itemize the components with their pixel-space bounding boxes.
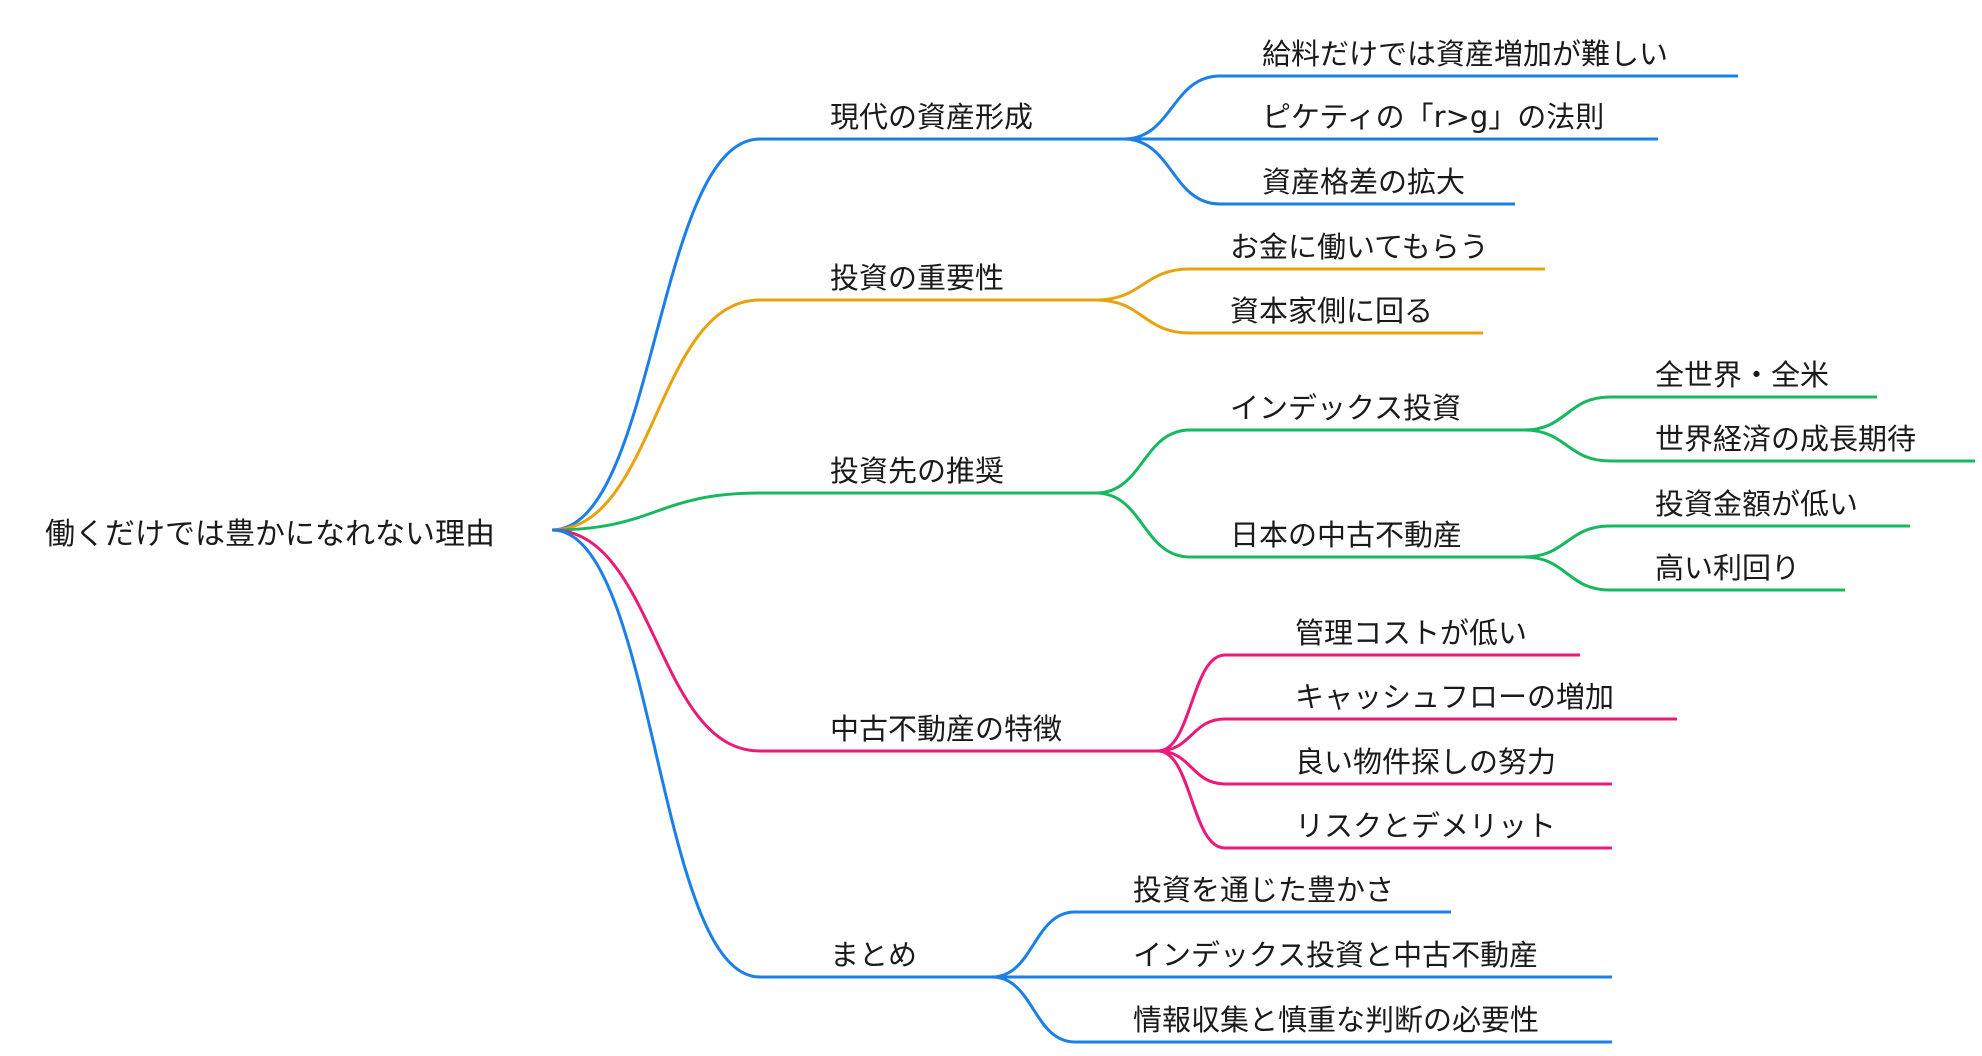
- edge-branch-2-to-child-1: [1095, 491, 1191, 559]
- edge-branch-3-to-child-1: [1157, 717, 1226, 753]
- child-label-4-1: インデックス投資と中古不動産: [1133, 938, 1538, 972]
- edge-root-to-branch-1: [551, 298, 761, 532]
- edge-branch-3-to-child-0: [1157, 653, 1226, 753]
- child-label-0-2: 資産格差の拡大: [1262, 165, 1465, 199]
- child-label-1-0: お金に働いてもらう: [1230, 230, 1489, 264]
- child-label-0-1: ピケティの「r>g」の法則: [1262, 100, 1604, 134]
- child-label-4-0: 投資を通じた豊かさ: [1133, 873, 1394, 907]
- child-label-3-1: キャッシュフローの増加: [1295, 680, 1614, 714]
- edge-root-to-branch-4: [551, 528, 761, 979]
- branch-label-1: 投資の重要性: [830, 261, 1004, 295]
- edge-branch-4-to-child-0: [991, 910, 1076, 979]
- branch-label-3: 中古不動産の特徴: [830, 712, 1062, 746]
- child-label-1-1: 資本家側に回る: [1230, 294, 1433, 328]
- child-label-2-0: インデックス投資: [1230, 391, 1461, 425]
- edge-child-2-1-to-leaf-1: [1523, 555, 1611, 592]
- edge-branch-0-to-child-2: [1123, 137, 1221, 206]
- branch-label-4: まとめ: [830, 938, 917, 972]
- edge-branch-3-to-child-3: [1157, 749, 1226, 850]
- root-node-label: 働くだけでは豊かになれない理由: [45, 517, 495, 552]
- edge-branch-3-to-child-2: [1157, 749, 1226, 786]
- child-label-3-0: 管理コストが低い: [1295, 616, 1527, 650]
- mind-map-underlines: [760, 74, 1975, 1044]
- edge-branch-4-to-child-2: [991, 975, 1076, 1044]
- child-label-4-2: 情報収集と慎重な判断の必要性: [1133, 1003, 1539, 1037]
- leaf-label-2-1-0: 投資金額が低い: [1655, 487, 1858, 521]
- edge-root-to-branch-2: [551, 491, 761, 532]
- branch-label-0: 現代の資産形成: [830, 100, 1033, 134]
- leaf-label-2-0-1: 世界経済の成長期待: [1655, 422, 1916, 456]
- edge-child-2-1-to-leaf-0: [1523, 524, 1611, 559]
- edge-branch-2-to-child-0: [1095, 428, 1191, 495]
- edge-branch-0-to-child-0: [1123, 74, 1221, 141]
- edge-root-to-branch-0: [551, 137, 761, 532]
- child-label-2-1: 日本の中古不動産: [1230, 518, 1462, 552]
- edge-child-2-0-to-leaf-1: [1523, 428, 1611, 463]
- leaf-label-2-1-1: 高い利回り: [1655, 551, 1800, 585]
- branch-label-2: 投資先の推奨: [830, 454, 1004, 488]
- child-label-3-3: リスクとデメリット: [1295, 809, 1556, 843]
- mind-map-labels: 働くだけでは豊かになれない理由 現代の資産形成 給料だけでは資産増加が難しいピケティ…: [45, 37, 1916, 1037]
- edge-root-to-branch-3: [551, 528, 761, 753]
- leaf-label-2-0-0: 全世界・全米: [1655, 358, 1829, 392]
- child-label-0-0: 給料だけでは資産増加が難しい: [1262, 37, 1668, 71]
- mind-map-edges: [551, 74, 1611, 1044]
- child-label-3-2: 良い物件探しの努力: [1295, 745, 1556, 779]
- edge-child-2-0-to-leaf-0: [1523, 395, 1611, 432]
- edge-branch-1-to-child-0: [1095, 267, 1191, 302]
- edge-branch-1-to-child-1: [1095, 298, 1191, 335]
